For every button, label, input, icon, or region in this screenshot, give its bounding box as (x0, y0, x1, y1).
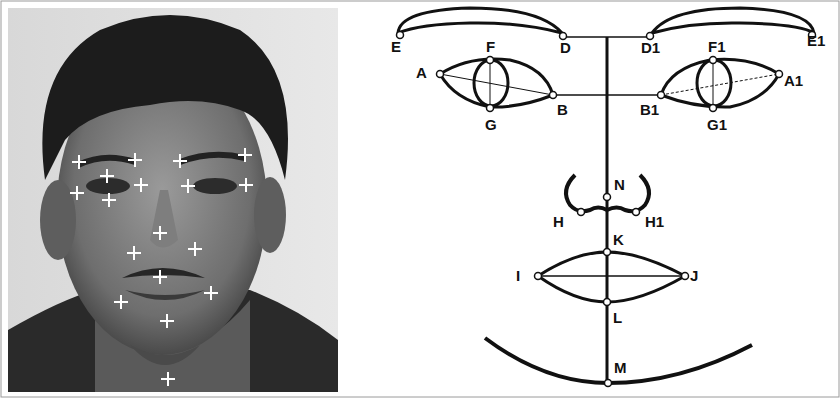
point-label: B1 (640, 102, 659, 117)
point-label: H (553, 214, 564, 229)
point-label: G1 (707, 117, 727, 132)
point-label: F (486, 39, 495, 54)
point-label: I (516, 268, 520, 283)
landmark-crosses (70, 148, 253, 386)
point-label: E (391, 39, 401, 54)
point-label: F1 (708, 39, 726, 54)
point-label: K (613, 232, 624, 247)
point-label: H1 (645, 214, 664, 229)
landmark-sketch (398, 8, 814, 383)
landmark-points (397, 32, 816, 387)
point-label: D (560, 40, 571, 55)
point-label: J (690, 268, 698, 283)
point-label: E1 (807, 33, 825, 48)
point-label: M (614, 360, 627, 375)
point-label: L (613, 310, 622, 325)
point-label: A1 (784, 73, 803, 88)
point-label: D1 (641, 40, 660, 55)
point-label: B (557, 102, 568, 117)
point-label: N (614, 177, 625, 192)
point-label: G (485, 117, 497, 132)
point-label: A (416, 65, 427, 80)
